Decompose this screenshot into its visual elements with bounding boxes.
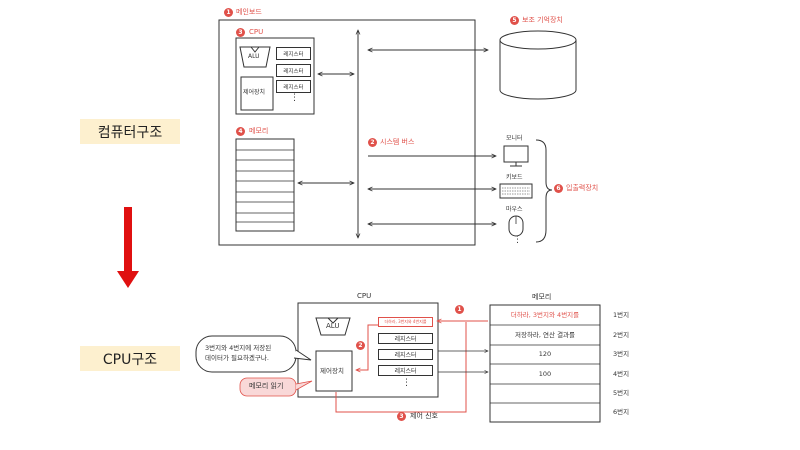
system-bus-num-badge: 2 bbox=[368, 138, 377, 147]
bottom-register-1: 더하라, 3번지와 4번지를 bbox=[378, 317, 433, 327]
computer-structure-label: 컴퓨터구조 bbox=[80, 119, 180, 144]
memory-label: 메모리 bbox=[249, 127, 269, 135]
top-register-2: 레지스터 bbox=[276, 64, 311, 77]
io-num-badge: 6 bbox=[554, 184, 563, 193]
top-register-1: 레지스터 bbox=[276, 47, 311, 60]
bottom-control-unit-label: 제어장치 bbox=[320, 367, 344, 375]
step1-num-badge: 1 bbox=[455, 305, 464, 314]
io-ellipsis: ⋮ bbox=[513, 235, 522, 245]
memory-row-4: 100 bbox=[538, 370, 552, 378]
monitor-label: 모니터 bbox=[506, 135, 523, 142]
memory-row-2: 저장하라, 연산 결과를 bbox=[514, 331, 576, 339]
step2-num-badge: 2 bbox=[356, 341, 365, 350]
address-5: 5번지 bbox=[613, 389, 630, 397]
bottom-register-3: 레지스터 bbox=[378, 349, 433, 360]
bottom-cpu-title: CPU bbox=[357, 292, 372, 300]
memory-num-badge: 4 bbox=[236, 127, 245, 136]
address-1: 1번지 bbox=[613, 311, 630, 319]
mouse-label: 마우스 bbox=[506, 206, 523, 213]
memory-row-1: 더하라, 3번지와 4번지를 bbox=[510, 311, 580, 319]
bottom-alu-label: ALU bbox=[326, 322, 340, 330]
control-signal-num-badge: 3 bbox=[397, 412, 406, 421]
down-arrow-icon bbox=[117, 207, 139, 288]
cpu-structure-label: CPU구조 bbox=[80, 346, 180, 371]
address-4: 4번지 bbox=[613, 370, 630, 378]
cpu-label: CPU bbox=[249, 28, 264, 36]
top-control-unit-label: 제어장치 bbox=[243, 89, 266, 96]
memory-read-text: 메모리 읽기 bbox=[249, 382, 284, 390]
speech-text: 3번지와 4번지에 저장된 데이터가 필요하겠구나. bbox=[205, 344, 272, 362]
bottom-register-ellipsis: ⋮ bbox=[402, 378, 411, 388]
storage-num-badge: 5 bbox=[510, 16, 519, 25]
top-register-ellipsis: ⋮ bbox=[290, 93, 299, 103]
storage-label: 보조 기억장치 bbox=[522, 16, 563, 24]
control-signal-label: 제어 신호 bbox=[410, 412, 438, 420]
speech-bubble bbox=[195, 335, 312, 373]
system-bus-label: 시스템 버스 bbox=[380, 138, 415, 146]
memory-row-3: 120 bbox=[538, 350, 552, 358]
address-6: 6번지 bbox=[613, 408, 630, 416]
bottom-register-2: 레지스터 bbox=[378, 333, 433, 344]
storage-cylinder-icon bbox=[499, 30, 577, 100]
memory-read-bubble bbox=[239, 377, 313, 397]
io-label: 입출력장치 bbox=[566, 184, 599, 192]
top-register-3: 레지스터 bbox=[276, 80, 311, 93]
cpu-num-badge: 3 bbox=[236, 28, 245, 37]
mainboard-num-badge: 1 bbox=[224, 8, 233, 17]
mouse-icon bbox=[508, 215, 524, 237]
top-alu-label: ALU bbox=[248, 53, 260, 60]
bottom-memory-title: 메모리 bbox=[532, 293, 552, 301]
monitor-icon bbox=[503, 145, 529, 167]
address-3: 3번지 bbox=[613, 350, 630, 358]
keyboard-label: 키보드 bbox=[506, 174, 523, 181]
bottom-register-4: 레지스터 bbox=[378, 365, 433, 376]
keyboard-icon bbox=[499, 183, 533, 199]
mainboard-label: 메인보드 bbox=[236, 8, 262, 16]
address-2: 2번지 bbox=[613, 331, 630, 339]
